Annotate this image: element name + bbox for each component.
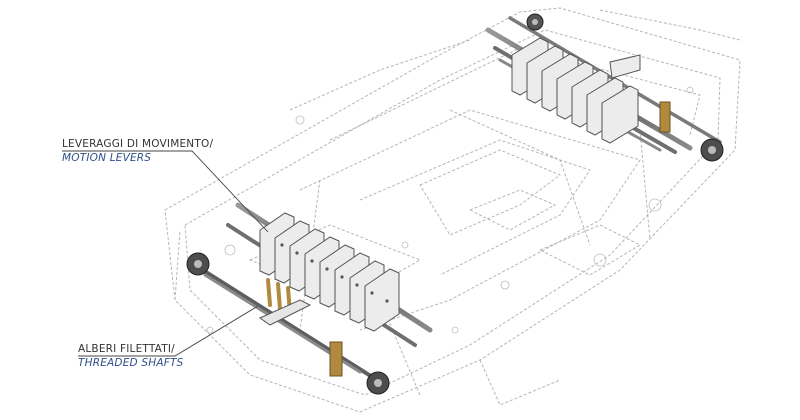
upper-end-bearing-left (526, 13, 544, 31)
lower-motion-lever-plates (259, 212, 400, 332)
lower-brass-bracket (329, 341, 343, 377)
upper-brass-bracket (659, 101, 671, 133)
threaded-shafts-callout: ALBERI FILETTATI/ THREADED SHAFTS (78, 342, 183, 370)
threaded-shafts-leader (78, 305, 259, 357)
upper-end-bearing-right (700, 138, 724, 162)
upper-lever-assembly (485, 13, 724, 162)
upper-motion-lever-plates (511, 37, 641, 144)
motion-levers-label-en: MOTION LEVERS (62, 152, 152, 164)
motion-levers-label-it: LEVERAGGI DI MOVIMENTO/ (62, 138, 214, 150)
motion-levers-leader (62, 150, 269, 233)
lower-plate-holes (280, 243, 389, 303)
frame-bolt-holes (206, 86, 694, 334)
lower-end-bearing-right (366, 371, 390, 395)
lower-end-bearing-left (186, 252, 210, 276)
threaded-shafts-label-en: THREADED SHAFTS (78, 357, 184, 369)
threaded-shafts-label-it: ALBERI FILETTATI/ (78, 343, 175, 355)
callout-leader-lines (62, 150, 269, 357)
motion-levers-callout: LEVERAGGI DI MOVIMENTO/ MOTION LEVERS (62, 137, 213, 165)
lower-connector-bar (258, 299, 312, 326)
machine-frame-outline (164, 7, 741, 413)
lower-lever-assembly (186, 202, 433, 395)
